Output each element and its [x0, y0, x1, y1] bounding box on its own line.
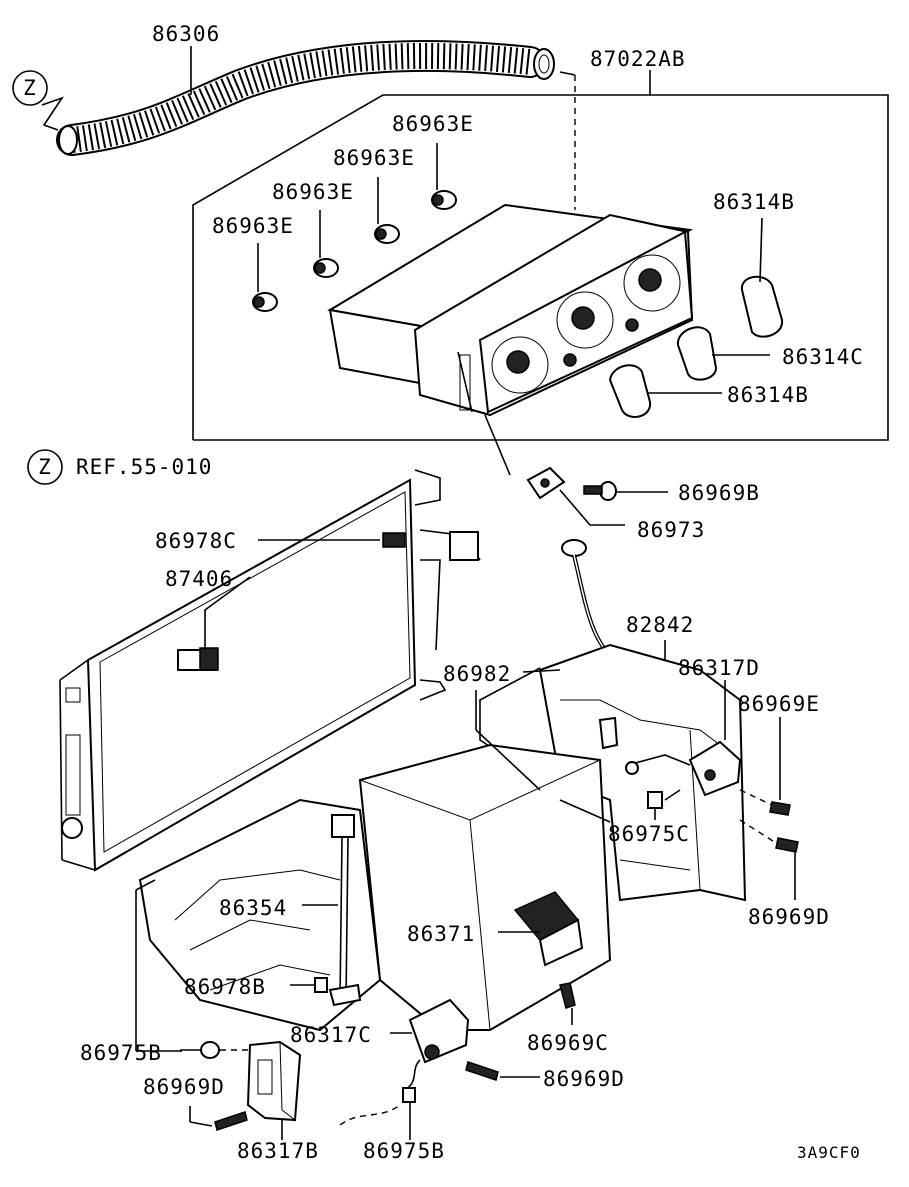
label-86969D-left: 86969D	[143, 1075, 225, 1099]
label-86963E-4: 86963E	[212, 214, 294, 238]
label-86969C: 86969C	[527, 1031, 609, 1055]
label-86982: 86982	[443, 662, 511, 686]
label-86978B: 86978B	[184, 975, 266, 999]
z-marker-top	[12, 70, 48, 106]
label-86314B-top: 86314B	[713, 190, 795, 214]
label-86978C: 86978C	[155, 529, 237, 553]
label-86314B-bottom: 86314B	[727, 383, 809, 407]
actuator-86317D	[625, 680, 742, 801]
knobs	[608, 217, 784, 418]
figure-code: 3A9CF0	[797, 1143, 861, 1162]
label-ref: REF.55-010	[76, 455, 212, 479]
screw-86969C	[559, 982, 576, 1025]
label-86969E: 86969E	[738, 692, 820, 716]
z-marker-top-letter: Z	[23, 76, 37, 100]
label-86969D-mid: 86969D	[543, 1067, 625, 1091]
label-87406: 87406	[165, 567, 233, 591]
clip-86975B-bottom	[339, 1087, 416, 1140]
screws-right	[739, 717, 799, 900]
z-marker-ref	[27, 449, 63, 485]
label-86975C: 86975C	[608, 822, 690, 846]
hose-86306	[56, 39, 555, 156]
actuator-86317C	[390, 998, 470, 1091]
label-86973: 86973	[637, 518, 705, 542]
screw-86969B	[583, 481, 668, 501]
screw-86969D-mid	[465, 1061, 540, 1081]
label-86963E-3: 86963E	[272, 180, 354, 204]
label-86317B: 86317B	[237, 1139, 319, 1163]
label-86963E-2: 86963E	[333, 146, 415, 170]
label-86371: 86371	[407, 922, 475, 946]
label-82842: 82842	[626, 613, 694, 637]
z-marker-ref-letter: Z	[38, 455, 52, 479]
clip-86973	[484, 414, 625, 526]
label-86969B: 86969B	[678, 481, 760, 505]
label-86969D-right: 86969D	[748, 905, 830, 929]
heater-control-unit-87022AB	[327, 203, 694, 417]
label-86317C: 86317C	[290, 1023, 372, 1047]
label-86975B-bottom: 86975B	[363, 1139, 445, 1163]
thermistor-87406	[177, 576, 251, 671]
link-86354	[290, 814, 362, 1007]
clip-86975C	[647, 791, 663, 820]
control-panel-box	[192, 70, 889, 441]
label-87022AB: 87022AB	[590, 47, 686, 71]
label-86317D: 86317D	[678, 656, 760, 680]
label-86963E-1: 86963E	[392, 112, 474, 136]
label-86975B-left: 86975B	[80, 1041, 162, 1065]
resistor-86371	[498, 891, 584, 967]
screw-86969D-left	[189, 1106, 248, 1131]
label-86306: 86306	[152, 22, 220, 46]
actuator-86317B	[246, 1040, 302, 1140]
clip-86975B-left	[180, 1041, 262, 1059]
bulbs-86963E	[252, 143, 457, 312]
label-86354: 86354	[219, 896, 287, 920]
label-86314C: 86314C	[782, 345, 864, 369]
